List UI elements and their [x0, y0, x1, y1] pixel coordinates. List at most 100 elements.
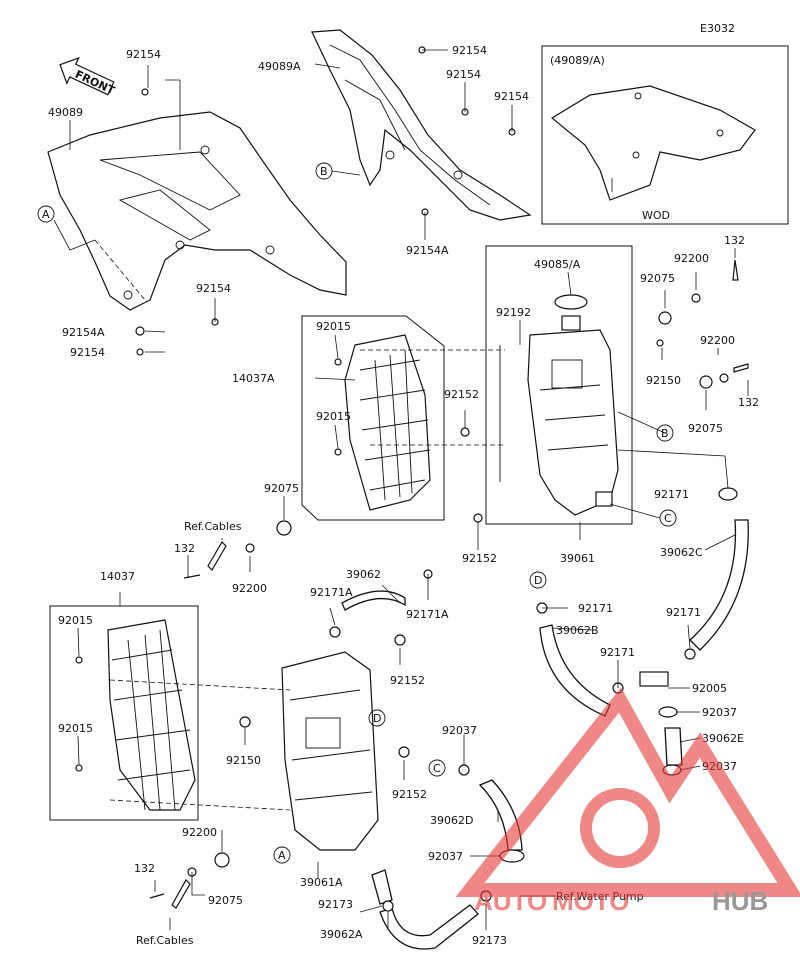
label-92154-f: 92154	[70, 346, 105, 359]
callout-b-right: B	[656, 424, 674, 442]
guard-group-box-upper	[301, 315, 445, 521]
callout-b-upper: B	[315, 162, 333, 180]
label-92171A-a: 92171A	[310, 586, 353, 599]
radiator-right	[527, 329, 619, 516]
leader-lines	[53, 49, 749, 930]
label-92075-d: 92075	[208, 894, 243, 907]
label-92150-a: 92150	[646, 374, 681, 387]
label-132-d: 132	[134, 862, 155, 875]
label-132-a: 132	[724, 234, 745, 247]
svg-text:B: B	[661, 427, 669, 440]
label-92154-c: 92154	[446, 68, 481, 81]
svg-text:D: D	[373, 712, 381, 725]
label-92192: 92192	[496, 306, 531, 319]
label-92037-b: 92037	[428, 850, 463, 863]
label-92152-c: 92152	[390, 674, 425, 687]
label-92005: 92005	[692, 682, 727, 695]
label-92015-a: 92015	[316, 320, 351, 333]
label-39061: 39061	[560, 552, 595, 565]
label-92152-d: 92152	[392, 788, 427, 801]
label-39062: 39062	[346, 568, 381, 581]
svg-text:B: B	[320, 165, 328, 178]
svg-text:D: D	[534, 574, 542, 587]
label-ref-cables-a: Ref.Cables	[184, 520, 242, 533]
label-14037: 14037	[100, 570, 135, 583]
hose-39062A	[379, 904, 479, 950]
cable-clip-lower	[171, 879, 191, 909]
label-92152-b: 92152	[462, 552, 497, 565]
inset-shroud	[550, 85, 756, 201]
label-92154-a: 92154	[126, 48, 161, 61]
svg-text:A: A	[278, 849, 286, 862]
diagram-code: E3032	[700, 22, 735, 35]
label-14037A: 14037A	[232, 372, 275, 385]
label-92200-a: 92200	[674, 252, 709, 265]
callout-d-upper: D	[529, 571, 547, 589]
watermark-hub: HUB	[712, 886, 768, 916]
label-92154-b: 92154	[452, 44, 487, 57]
hose-39062	[341, 590, 406, 611]
label-92173-b: 92173	[472, 934, 507, 947]
label-92154A-a: 92154A	[406, 244, 449, 257]
watermark-auto: AUTO	[474, 886, 547, 916]
radiator-cap	[554, 294, 588, 310]
hose-39062E	[664, 727, 683, 766]
cable-clip-upper	[207, 541, 227, 571]
label-49085A: 49085/A	[534, 258, 581, 271]
label-92154-d: 92154	[494, 90, 529, 103]
left-radiator-shroud	[47, 111, 347, 311]
label-92200-c: 92200	[232, 582, 267, 595]
callout-c-lower: C	[428, 759, 446, 777]
label-92171-d: 92171	[600, 646, 635, 659]
variant-inset-box	[541, 45, 789, 225]
hose-39062B	[539, 624, 611, 717]
watermark-moto: MOTO	[552, 886, 630, 916]
automotohub-watermark-logo: AUTO MOTO HUB	[455, 687, 800, 916]
radiator-left	[281, 651, 379, 851]
svg-text:A: A	[42, 208, 50, 221]
label-39061A: 39061A	[300, 876, 343, 889]
inset-title: (49089/A)	[550, 54, 605, 67]
hose-39062C	[689, 519, 749, 651]
label-39062B: 39062B	[556, 624, 599, 637]
label-92015-b: 92015	[316, 410, 351, 423]
callout-c-right: C	[659, 509, 677, 527]
label-92075-b: 92075	[688, 422, 723, 435]
callout-d-radiator: D	[368, 709, 386, 727]
label-92075-c: 92075	[264, 482, 299, 495]
front-arrow-icon: FRONT	[59, 56, 117, 98]
joint-92005	[639, 671, 669, 687]
label-92037-c: 92037	[702, 706, 737, 719]
label-49089A: 49089A	[258, 60, 301, 73]
radiator-group-box-right	[485, 245, 633, 525]
label-92037-a: 92037	[442, 724, 477, 737]
label-92154A-b: 92154A	[62, 326, 105, 339]
label-132-b: 132	[738, 396, 759, 409]
front-label: FRONT	[73, 68, 117, 98]
upper-radiator-shroud	[311, 29, 532, 221]
label-132-c: 132	[174, 542, 195, 555]
svg-text:C: C	[664, 512, 672, 525]
guard-group-box-lower	[49, 605, 199, 821]
label-92171-b: 92171	[578, 602, 613, 615]
label-92015-c: 92015	[58, 614, 93, 627]
label-92200-d: 92200	[182, 826, 217, 839]
label-39062D: 39062D	[430, 814, 473, 827]
callout-a-upper: A	[37, 205, 55, 223]
label-39062E: 39062E	[702, 732, 744, 745]
label-39062A: 39062A	[320, 928, 363, 941]
label-92171-c: 92171	[666, 606, 701, 619]
label-92015-d: 92015	[58, 722, 93, 735]
callout-a-lower: A	[273, 846, 291, 864]
svg-text:C: C	[433, 762, 441, 775]
label-49089: 49089	[48, 106, 83, 119]
label-92075-a: 92075	[640, 272, 675, 285]
label-92173-a: 92173	[318, 898, 353, 911]
label-92150-b: 92150	[226, 754, 261, 767]
inset-caption: WOD	[642, 209, 670, 222]
label-ref-cables-b: Ref.Cables	[136, 934, 194, 947]
label-92171A-b: 92171A	[406, 608, 449, 621]
label-92171-a: 92171	[654, 488, 689, 501]
